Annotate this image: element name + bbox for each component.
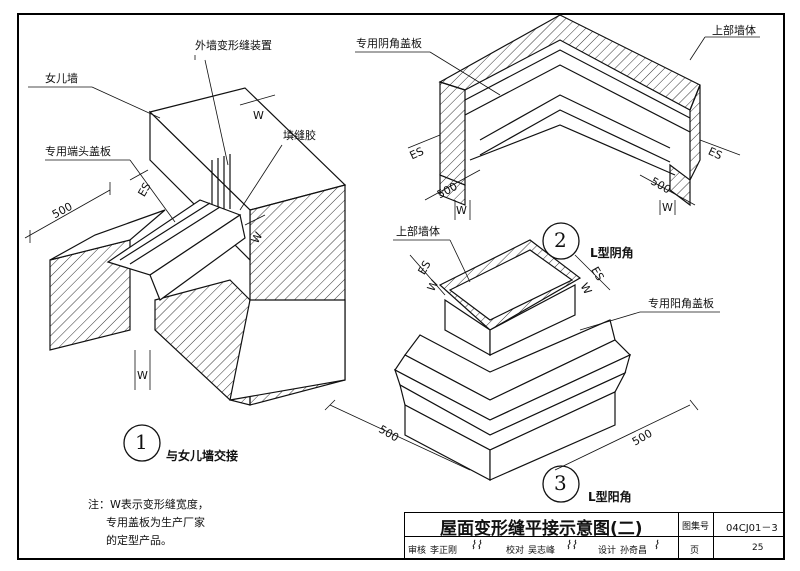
label-special-outer-corner-cover: 专用阳角盖板 [648,297,714,310]
atlas-number: 04CJ01－3 [726,523,778,534]
label-joint-sealant: 填缝胶 [283,129,316,142]
page-number: 25 [752,543,764,553]
design-label: 设计 [598,546,617,556]
figure-3-circle [542,465,580,503]
figure-2-drawing [355,14,760,220]
label-parapet-wall: 女儿墙 [45,72,78,85]
figure-2-caption: L型阴角 [590,246,634,260]
title-block-atlas-label-cell [678,512,714,559]
label-upper-wall-top: 上部墙体 [712,24,756,37]
label-external-joint-device: 外墙变形缝装置 [195,39,272,52]
note-line-1: 注：W表示变形缝宽度， [88,498,209,511]
note-line-2: 专用盖板为生产厂家 [106,516,205,529]
checker-name: 吴志峰 [528,546,556,556]
dim-w-fig1-top: W [253,109,264,122]
figure-2-number: 2 [554,228,567,252]
dim-w-fig2-right: W [662,201,673,214]
designer-name: 孙奇昌 [620,546,648,556]
check-label: 校对 [506,546,525,556]
sheet-border [17,13,785,560]
figure-1-number: 1 [135,430,148,454]
atlas-number-label: 图集号 [682,522,710,532]
label-special-end-cover: 专用端头盖板 [45,145,111,158]
figure-1-circle [123,424,161,462]
checker-signature: ⌇⌇ [565,538,577,552]
figure-1-drawing [24,55,347,406]
drawing-title: 屋面变形缝平接示意图(二) [440,519,643,539]
figure-2-circle [542,222,580,260]
note-line-3: 的定型产品。 [106,534,172,547]
reviewer-name: 李正刚 [430,546,458,556]
reviewer-signature: ⌇⌇ [470,538,482,552]
figure-3-number: 3 [554,471,567,495]
label-upper-wall-bottom: 上部墙体 [396,225,440,238]
figure-3-drawing [324,239,720,481]
page-label: 页 [690,546,700,556]
figure-3-caption: L型阳角 [588,490,632,504]
label-special-inner-corner-cover: 专用阴角盖板 [356,37,422,50]
designer-signature: ⌇ [653,538,659,552]
dim-w-fig1-bottom: W [137,369,148,382]
figure-1-caption: 与女儿墙交接 [166,449,239,463]
dim-w-fig2-left: W [456,204,467,217]
review-label: 审核 [408,546,427,556]
